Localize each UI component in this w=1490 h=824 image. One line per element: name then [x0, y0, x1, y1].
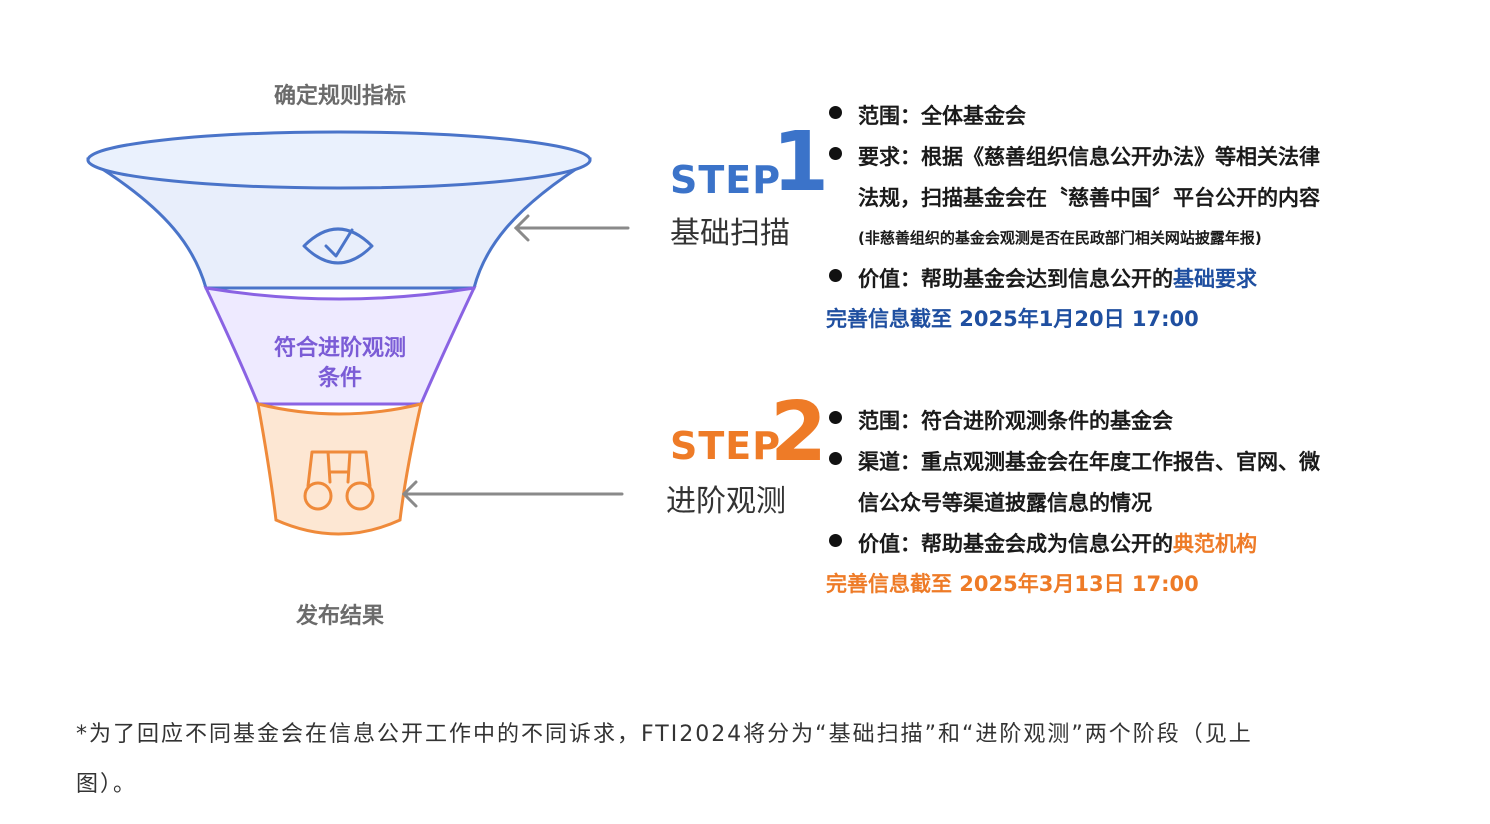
step2-value-prefix: 价值：帮助基金会成为信息公开的: [858, 532, 1173, 556]
bullet-dot: [829, 534, 842, 547]
eye-check-icon: [302, 227, 374, 265]
funnel-middle-label: 符合进阶观测 条件: [230, 334, 450, 394]
funnel-middle-label-line2: 条件: [317, 366, 362, 391]
binoculars-icon: [303, 450, 375, 511]
step1-value-prefix: 价值：帮助基金会达到信息公开的: [858, 267, 1173, 291]
step2-bullet-scope: 范围：符合进阶观测条件的基金会: [858, 409, 1173, 433]
bullet-dot: [829, 106, 842, 119]
step1-word: STEP: [670, 158, 782, 202]
step1-subtitle: 基础扫描: [670, 216, 790, 251]
step1-bullet-requirement: 要求：根据《慈善组织信息公开办法》等相关法律: [858, 145, 1320, 169]
step2-word: STEP: [670, 424, 782, 468]
bullet-dot: [829, 269, 842, 282]
step2-deadline: 完善信息截至 2025年3月13日 17:00: [826, 572, 1199, 596]
footnote-line2: 图）。: [76, 772, 138, 797]
step2-bullet-channel: 渠道：重点观测基金会在年度工作报告、官网、微: [858, 450, 1320, 474]
arrow-left-icon: [401, 480, 624, 508]
funnel-rim: [86, 130, 592, 190]
step1-bullet-value: 价值：帮助基金会达到信息公开的基础要求: [858, 263, 1257, 293]
step1-bullet-scope: 范围：全体基金会: [858, 104, 1026, 128]
step1-note: (非慈善组织的基金会观测是否在民政部门相关网站披露年报): [858, 229, 1262, 247]
bullet-dot: [829, 147, 842, 160]
step1-number: 1: [772, 115, 830, 210]
funnel-bottom-section: [256, 401, 423, 536]
footnote-line1: *为了回应不同基金会在信息公开工作中的不同诉求，FTI2024将分为“基础扫描”…: [76, 722, 1253, 747]
funnel-middle-section: [203, 286, 477, 406]
step2-bullet-channel-cont: 信公众号等渠道披露信息的情况: [858, 491, 1152, 515]
step2-number: 2: [770, 385, 828, 480]
step2-subtitle: 进阶观测: [666, 484, 786, 519]
funnel-bottom-label: 发布结果: [295, 604, 384, 629]
bullet-dot: [829, 411, 842, 424]
step2-bullet-value: 价值：帮助基金会成为信息公开的典范机构: [858, 528, 1257, 558]
footnote: *为了回应不同基金会在信息公开工作中的不同诉求，FTI2024将分为“基础扫描”…: [76, 710, 1406, 810]
bullet-dot: [829, 452, 842, 465]
step1-deadline: 完善信息截至 2025年1月20日 17:00: [826, 307, 1199, 331]
funnel-middle-label-line1: 符合进阶观测: [273, 336, 406, 361]
funnel-top-label: 确定规则指标: [273, 84, 406, 109]
step2-value-highlight: 典范机构: [1173, 532, 1257, 556]
step1-bullet-requirement-cont: 法规，扫描基金会在〝慈善中国〞平台公开的内容: [858, 186, 1320, 210]
arrow-left-icon: [513, 214, 630, 242]
step1-value-highlight: 基础要求: [1173, 267, 1257, 291]
